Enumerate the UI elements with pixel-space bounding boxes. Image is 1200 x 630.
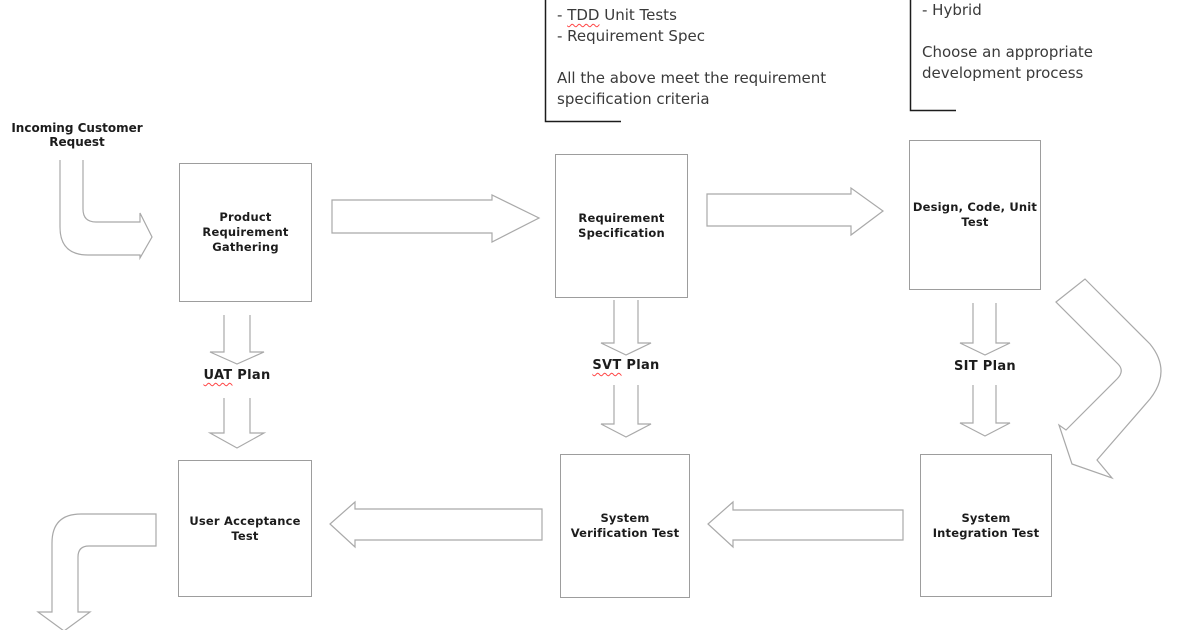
- callout-line-hybrid: - Hybrid: [922, 1, 982, 19]
- box-label-line: Integration Test: [932, 525, 1040, 540]
- uat-plan-word: UAT: [203, 368, 233, 383]
- box-user-acceptance-test: User Acceptance Test: [178, 460, 312, 597]
- box-requirement-specification: Requirement Specification: [555, 154, 688, 298]
- incoming-customer-request-label: Incoming Customer Request: [2, 121, 152, 149]
- box-label-line: Requirement: [202, 225, 289, 239]
- box-label-line: System: [961, 510, 1011, 525]
- svt-plan-word: SVT: [592, 358, 622, 373]
- callout-blank-line: [922, 21, 1093, 42]
- arrow-requirement-spec-to-design: [706, 186, 885, 237]
- arrow-svt-to-uat: [329, 500, 543, 549]
- box-label-line: User Acceptance: [189, 513, 301, 528]
- down-arrow-sit-bottom: [959, 385, 1011, 437]
- uat-plan-label: UAT Plan: [177, 368, 297, 383]
- right-callout-border: [909, 0, 956, 112]
- callout-paragraph-line1: All the above meet the requirement: [557, 69, 827, 87]
- callout-paragraph-line2: specification criteria: [557, 90, 710, 108]
- box-system-verification-test: System Verification Test: [560, 454, 690, 598]
- incoming-request-elbow-arrow: [59, 160, 153, 261]
- box-label: System Verification Test: [571, 511, 680, 541]
- box-label: System Integration Test: [933, 511, 1040, 541]
- box-label-line: Test: [961, 215, 989, 229]
- uat-exit-elbow-arrow: [36, 513, 157, 630]
- incoming-label-line2: Request: [49, 135, 105, 149]
- down-arrow-uat-top: [209, 315, 265, 365]
- box-system-integration-test: System Integration Test: [920, 454, 1052, 597]
- tdd-rest: Unit Tests: [599, 6, 677, 24]
- box-label: User Acceptance Test: [189, 514, 300, 544]
- arrow-prg-to-requirement-spec: [331, 194, 541, 243]
- box-label: Product Requirement Gathering: [202, 210, 288, 255]
- box-label-line: Requirement: [578, 211, 665, 225]
- box-label-line: Test: [231, 528, 259, 543]
- left-callout-border: [544, 0, 621, 123]
- sit-plan-word: SIT: [953, 359, 978, 374]
- tdd-bullet: -: [557, 6, 568, 24]
- down-arrow-uat-bottom: [207, 398, 267, 449]
- box-label-line: Design, Code, Unit: [912, 200, 1038, 214]
- box-label-line: System: [600, 511, 650, 525]
- box-label-line: Specification: [578, 226, 665, 240]
- callout-blank-line: [557, 47, 826, 68]
- left-callout-text: - User Stories - TDD Unit Tests - Requir…: [557, 0, 826, 110]
- bent-arrow-design-to-sit: [1055, 278, 1162, 480]
- box-label: Design, Code, Unit Test: [913, 200, 1037, 230]
- down-arrow-svt-top: [600, 300, 652, 356]
- callout-choose-line2: development process: [922, 64, 1084, 82]
- svt-plan-label: SVT Plan: [566, 358, 686, 373]
- callout-line-tdd: - TDD Unit Tests: [557, 5, 826, 26]
- box-label-line: Product: [219, 210, 272, 224]
- box-product-requirement-gathering: Product Requirement Gathering: [179, 163, 312, 302]
- sit-plan-rest: Plan: [977, 359, 1016, 374]
- callout-choose-line1: Choose an appropriate: [922, 43, 1094, 61]
- callout-line-user-stories: - User Stories: [557, 0, 826, 5]
- down-arrow-svt-bottom: [600, 385, 652, 438]
- down-arrow-sit-top: [959, 303, 1011, 356]
- callout-line-requirement-spec: - Requirement Spec: [557, 27, 705, 45]
- svt-plan-rest: Plan: [621, 358, 660, 373]
- uat-plan-rest: Plan: [232, 368, 271, 383]
- arrow-sit-to-svt: [707, 500, 904, 549]
- sit-plan-label: SIT Plan: [925, 359, 1045, 374]
- tdd-word: TDD: [567, 6, 600, 24]
- box-label-line: Gathering: [212, 240, 279, 254]
- right-callout-text: - Hybrid Choose an appropriate developme…: [922, 0, 1093, 84]
- incoming-label-line1: Incoming Customer: [11, 121, 143, 135]
- box-label: Requirement Specification: [578, 211, 665, 241]
- box-label-line: Verification Test: [570, 526, 680, 540]
- box-design-code-unit-test: Design, Code, Unit Test: [909, 140, 1041, 290]
